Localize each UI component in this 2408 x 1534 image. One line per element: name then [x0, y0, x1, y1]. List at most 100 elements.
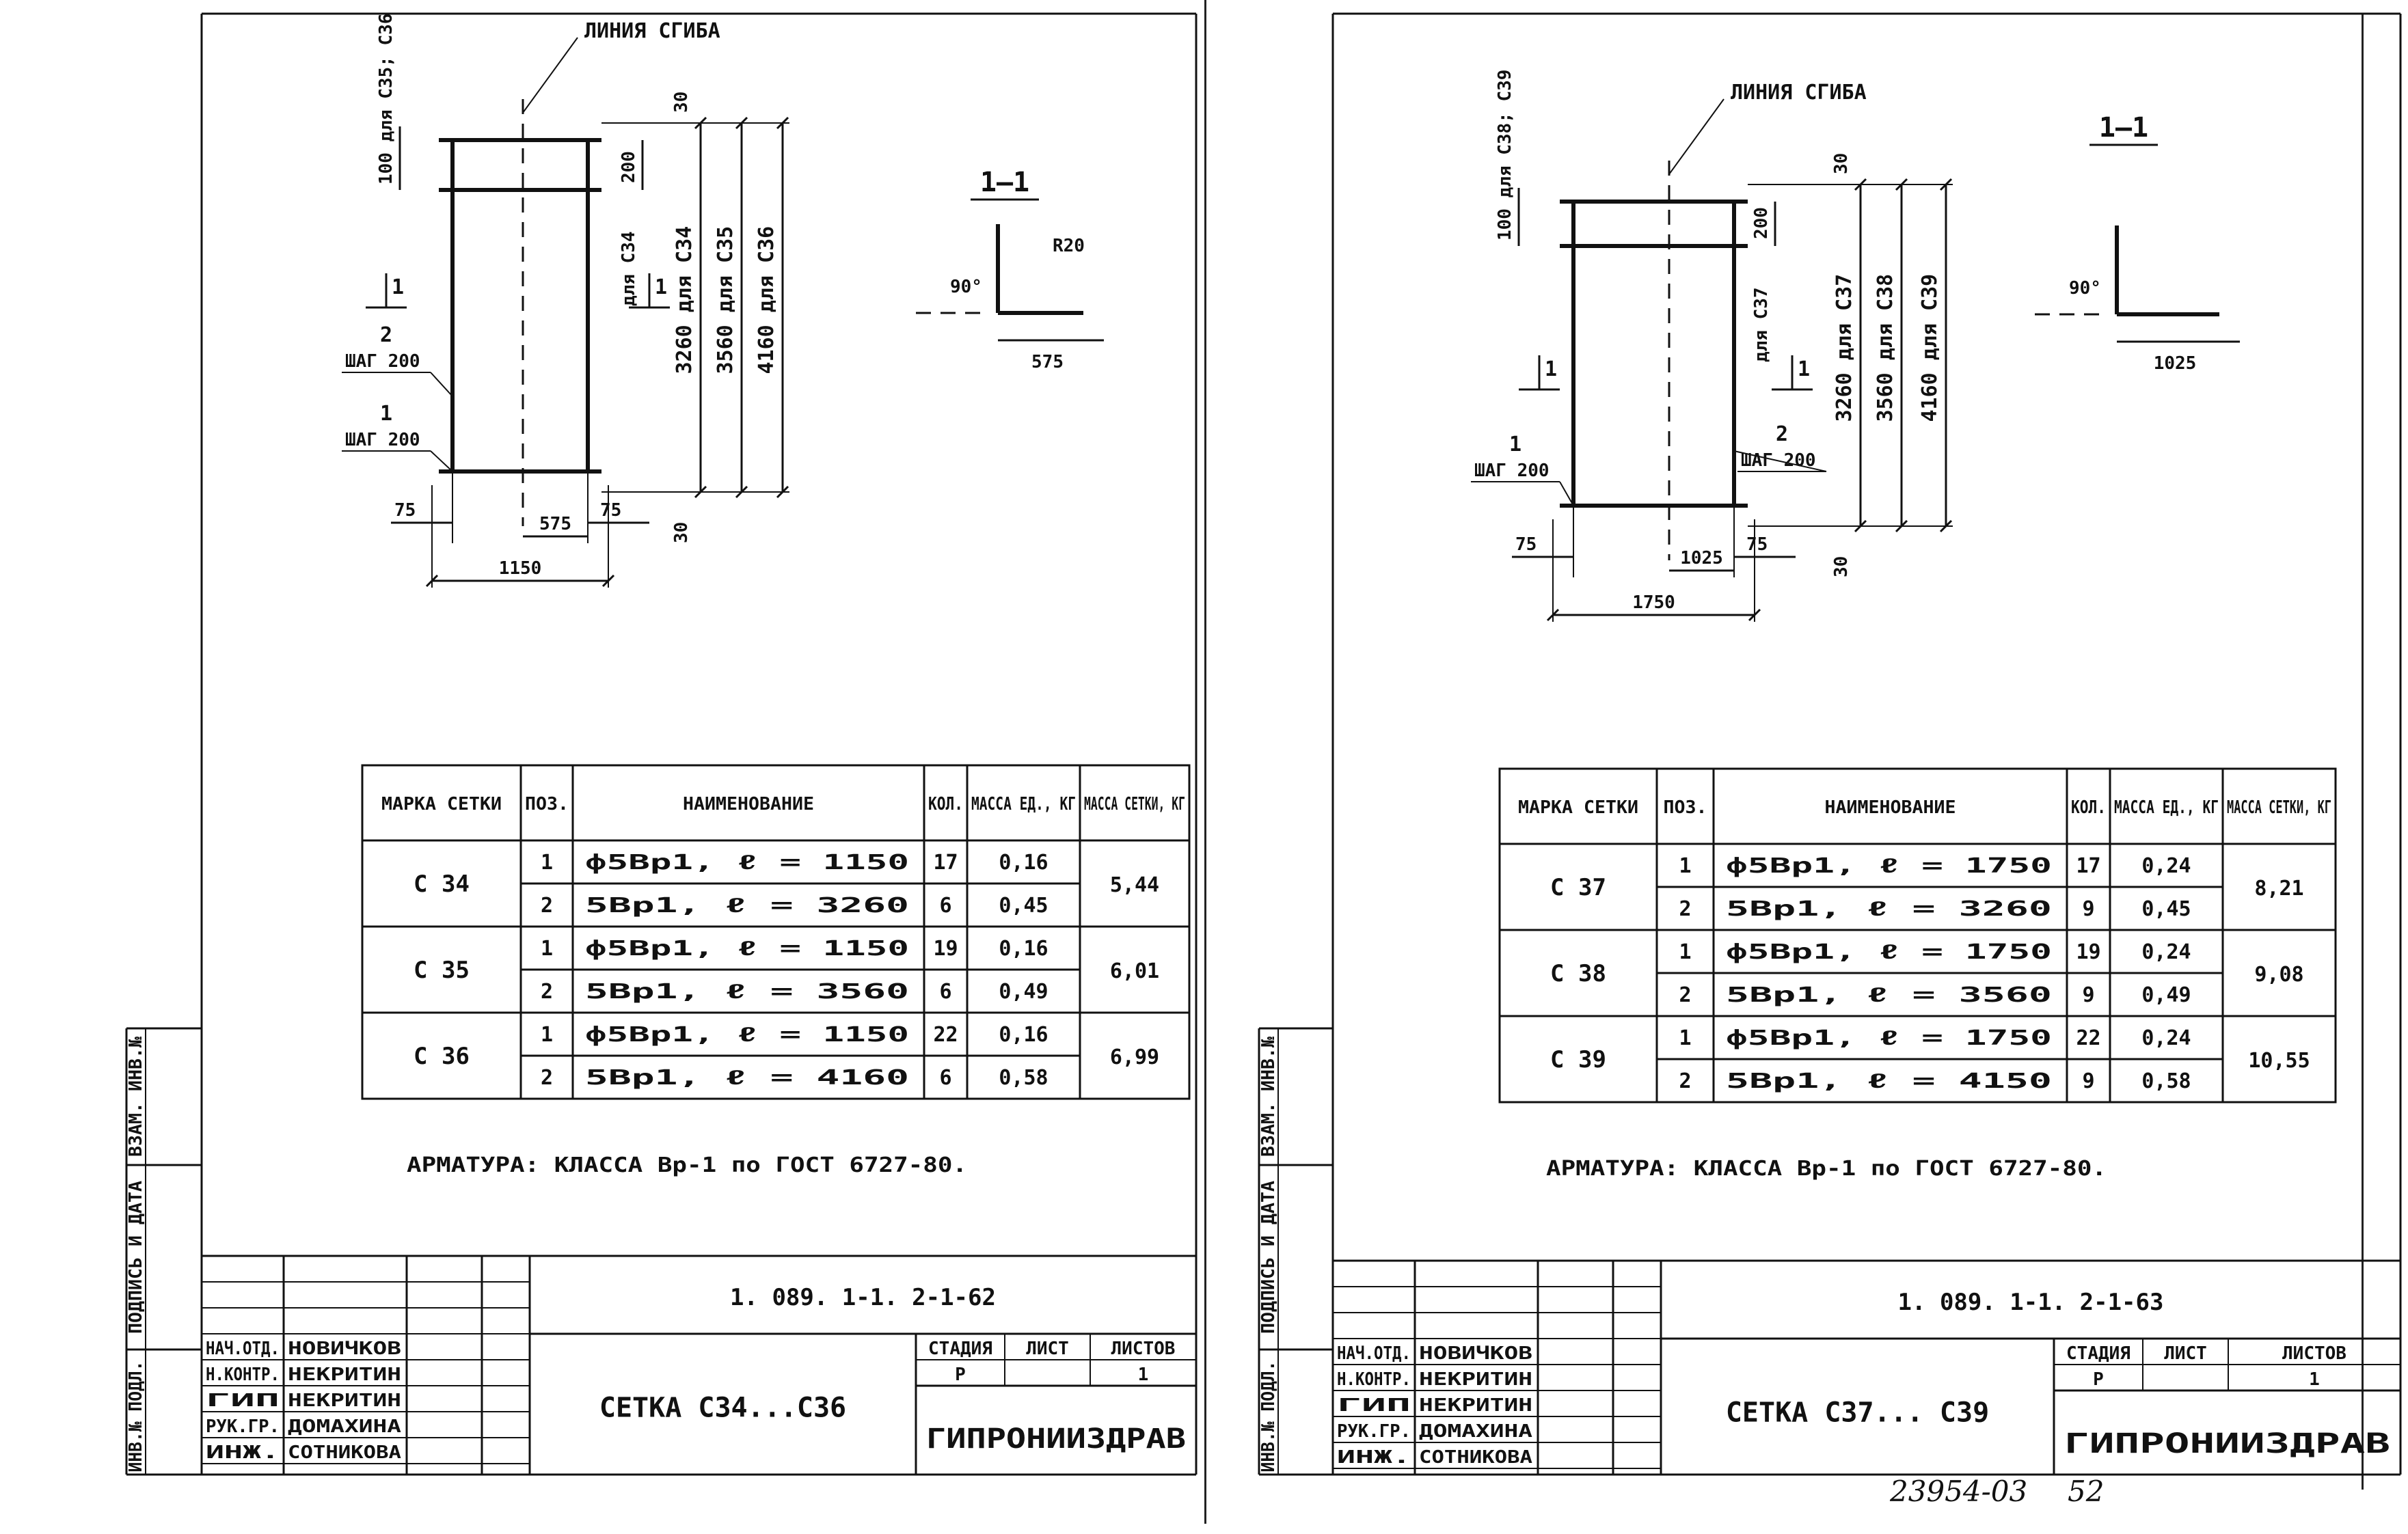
spec-table-name: 5Вр1, ℓ = 3260 — [1726, 897, 2052, 921]
spec-table-header-2: НАИМЕНОВАНИЕ — [683, 794, 814, 814]
stamp-name: НОВИЧКОВ — [288, 1339, 401, 1359]
stamp-name: НЕКРИТИН — [288, 1391, 401, 1411]
spec-table-total: 6,01 — [1110, 959, 1159, 983]
section-mark-left-number: 1 — [1545, 357, 1557, 381]
spec-table-qty: 19 — [2076, 940, 2100, 964]
spec-table-total: 10,55 — [2248, 1049, 2310, 1073]
section-mark-left — [1519, 355, 1560, 391]
stamp-name: СОТНИКОВА — [1419, 1447, 1532, 1468]
spec-table-name: ф5Вр1, ℓ = 1150 — [585, 851, 909, 875]
spec-table-total: 5,44 — [1110, 873, 1159, 897]
bar-callout-leader — [430, 450, 453, 472]
spec-table-total: 6,99 — [1110, 1045, 1159, 1069]
stamp-name: НЕКРИТИН — [1419, 1395, 1532, 1416]
spec-table-unit: 0,49 — [999, 980, 1048, 1004]
archive-number: 23954-03 — [1890, 1475, 2028, 1508]
right-edge-line — [2362, 14, 2364, 1490]
spec-table-qty: 9 — [2082, 1069, 2094, 1093]
spec-table-unit: 0,58 — [2141, 1069, 2191, 1093]
dimension-length-1: 3260 для С37 — [1832, 274, 1856, 422]
section-mark-right — [629, 273, 670, 309]
side-strip-label: ПОДПИСЬ И ДАТА — [126, 1181, 146, 1334]
dimension-100: 100 для С38; С39 — [1495, 70, 1515, 241]
spec-table-qty: 6 — [939, 980, 951, 1004]
stamp-stage-label: СТАДИЯ — [2066, 1343, 2130, 1364]
spec-table-qty: 6 — [939, 894, 951, 918]
dimension-75-left: 75 — [1515, 534, 1537, 555]
dimension-for-mark: для С34 — [619, 231, 639, 306]
spec-table-header-1: ПОЗ. — [525, 794, 569, 814]
section-length: 1025 — [2154, 353, 2197, 374]
dimension-30-bottom: 30 — [671, 522, 692, 543]
spec-table-pos: 2 — [541, 894, 553, 918]
stamp-role: ИНЖ. — [1337, 1447, 1411, 1468]
spec-table-unit: 0,24 — [2141, 940, 2191, 964]
spec-table-name: 5Вр1, ℓ = 3560 — [1726, 983, 2052, 1007]
dimension-30-top: 30 — [1831, 153, 1852, 174]
spec-table-name: ф5Вр1, ℓ = 1750 — [1726, 854, 2052, 878]
stamp-name: ДОМАХИНА — [288, 1416, 401, 1437]
section-title: 1—1 — [980, 167, 1029, 198]
stamp-role: Н.КОНТР. — [1337, 1369, 1411, 1390]
stamp-name: НОВИЧКОВ — [1419, 1343, 1532, 1364]
spec-table-name: ф5Вр1, ℓ = 1750 — [1726, 940, 2052, 964]
section-angle: 90° — [950, 277, 982, 297]
spec-table-total: 9,08 — [2254, 963, 2303, 987]
sheet-divider — [1204, 0, 1206, 1524]
stamp-sheets-label: ЛИСТОВ — [2282, 1343, 2346, 1364]
dimension-tick — [1748, 608, 1761, 622]
stamp-name: НЕКРИТИН — [288, 1365, 401, 1385]
bend-line-leader — [522, 37, 578, 113]
stamp-role: НАЧ.ОТД. — [1337, 1343, 1411, 1364]
spec-table-pos: 1 — [1679, 940, 1691, 964]
stamp-role: Н.КОНТР. — [206, 1365, 280, 1385]
stamp-name: ДОМАХИНА — [1419, 1421, 1532, 1442]
dimension-75-left: 75 — [394, 500, 416, 521]
bar-callout-leader — [1559, 481, 1574, 506]
bar-callout-leader — [1733, 450, 1827, 472]
bar-callout-leader — [430, 372, 453, 397]
dimension-mid: 575 — [539, 514, 571, 534]
dimension-width: 1150 — [499, 558, 542, 579]
spec-table-qty: 19 — [933, 937, 958, 961]
dimension-length-1: 3260 для С34 — [673, 226, 696, 374]
spec-table-unit: 0,24 — [2141, 854, 2191, 878]
dimension-length-3: 4160 для С36 — [755, 226, 779, 374]
stamp-stage-value: Р — [955, 1365, 966, 1385]
spec-table-unit: 0,58 — [999, 1066, 1048, 1090]
dimension-tick — [601, 574, 615, 588]
spec-table-pos: 2 — [1679, 983, 1691, 1007]
spec-table-qty: 9 — [2082, 983, 2094, 1007]
dimension-200: 200 — [619, 151, 639, 183]
stamp-sheets-value: 1 — [2309, 1369, 2320, 1390]
dimension-width: 1750 — [1632, 592, 1675, 613]
spec-table-qty: 22 — [933, 1023, 958, 1047]
spec-table-unit: 0,45 — [999, 894, 1048, 918]
spec-table-mark: С 37 — [1550, 874, 1606, 901]
stamp-organization: ГИПРОНИИЗДРАВ — [926, 1423, 1186, 1455]
stamp-role: ГИП — [1337, 1395, 1411, 1416]
stamp-role: РУК.ГР. — [1337, 1421, 1411, 1442]
spec-table-header-5: МАССА СЕТКИ, КГ — [1084, 794, 1185, 814]
bar-callout-position: 1 — [380, 402, 392, 426]
spec-table-mark: С 35 — [414, 957, 470, 984]
spec-table-pos: 1 — [541, 937, 553, 961]
bar-callout-step: ШАГ 200 — [345, 351, 420, 372]
spec-table-qty: 17 — [933, 851, 958, 875]
spec-table-qty: 17 — [2076, 854, 2100, 878]
spec-table-pos: 1 — [541, 851, 553, 875]
section-length: 575 — [1031, 352, 1064, 372]
dimension-length-2: 3560 для С38 — [1873, 274, 1897, 422]
reinforcement-note: АРМАТУРА: КЛАССА Вр-1 по ГОСТ 6727-80. — [407, 1153, 967, 1177]
spec-table-mark: С 39 — [1550, 1046, 1606, 1073]
side-strip-label: ВЗАМ. ИНВ.№ — [126, 1037, 146, 1157]
spec-table-name: ф5Вр1, ℓ = 1150 — [585, 1023, 909, 1047]
dimension-length-3: 4160 для С39 — [1918, 274, 1942, 422]
stamp-organization: ГИПРОНИИЗДРАВ — [2064, 1428, 2390, 1460]
section-mark-right — [1772, 355, 1813, 391]
bar-callout-position: 2 — [1776, 422, 1788, 446]
spec-table-name: 5Вр1, ℓ = 3260 — [585, 894, 909, 918]
dimension-30-bottom: 30 — [1831, 556, 1852, 577]
reinforcement-note: АРМАТУРА: КЛАССА Вр-1 по ГОСТ 6727-80. — [1546, 1157, 2107, 1181]
